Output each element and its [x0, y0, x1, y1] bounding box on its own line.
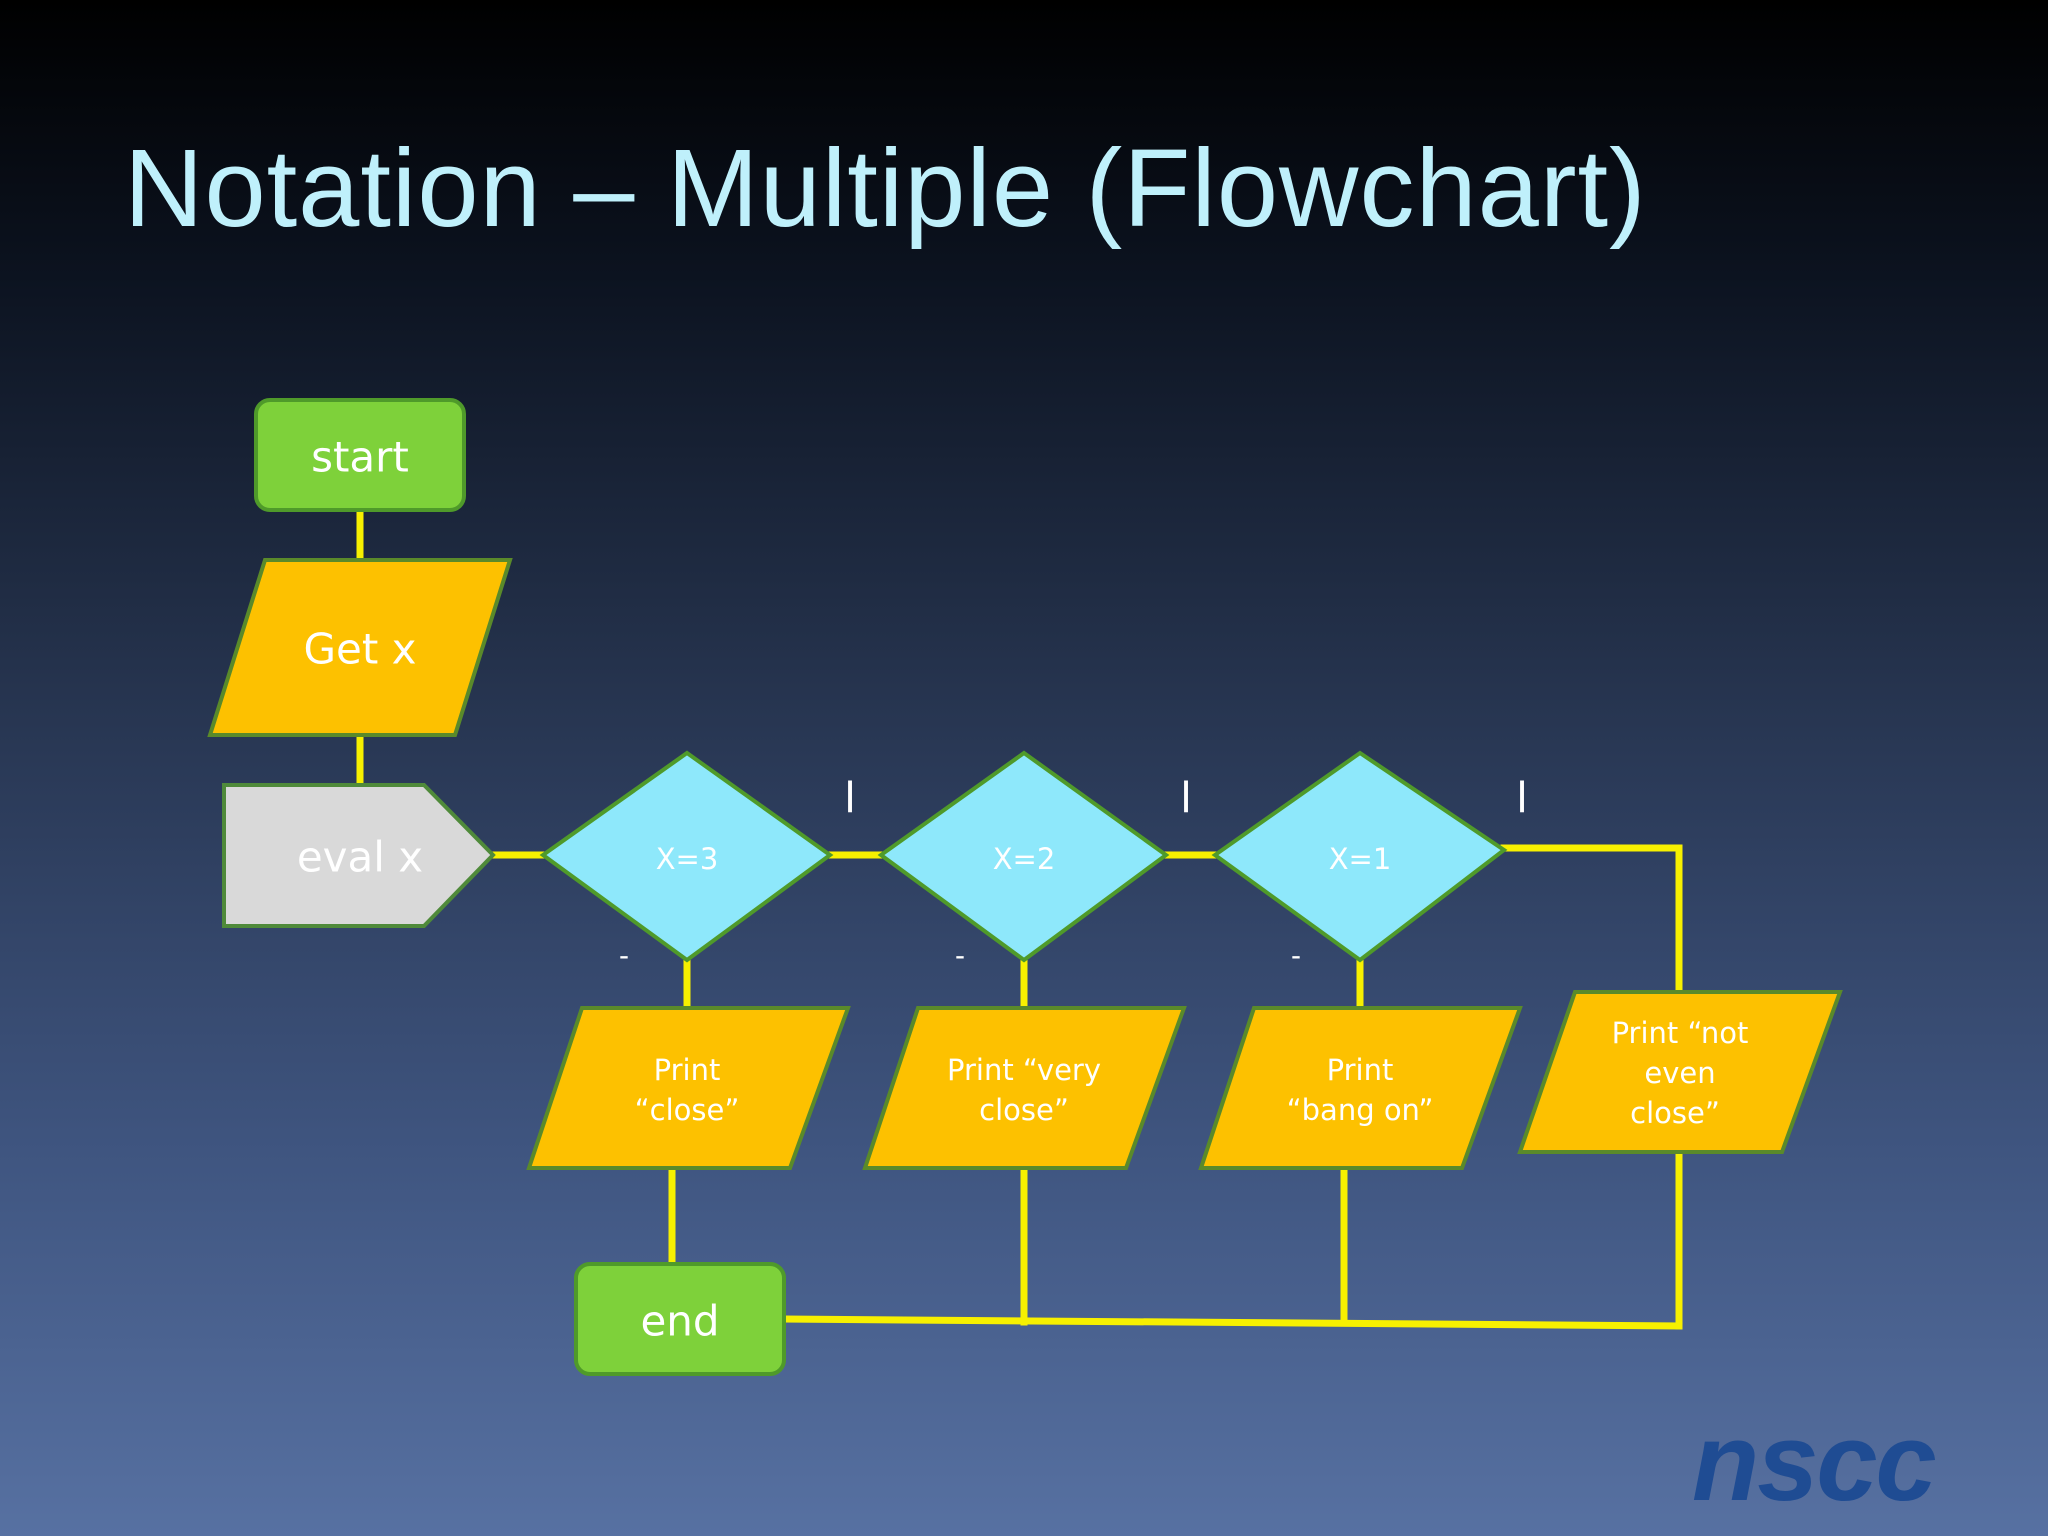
print-not-even-close-line2: even	[1644, 1056, 1715, 1090]
start-label: start	[311, 433, 409, 482]
end-node: end	[574, 1262, 786, 1376]
decision-x1-label: X=1	[1329, 842, 1392, 876]
decision-x1: X=1	[1211, 750, 1508, 963]
slide-title: Notation – Multiple (Flowchart)	[124, 127, 1647, 250]
print-bang-on-line1: Print	[1327, 1053, 1394, 1087]
branch-markers: l l l - - -	[619, 773, 1527, 972]
false-marker-x3: -	[619, 939, 629, 972]
end-label: end	[640, 1297, 719, 1346]
decision-x3-label: X=3	[656, 842, 719, 876]
true-marker-x1: l	[1517, 773, 1527, 822]
connectors	[356, 506, 1683, 1330]
nscc-logo: nscc	[1692, 1401, 1937, 1524]
decision-x2-label: X=2	[993, 842, 1056, 876]
print-not-even-close-line1: Print “not	[1612, 1016, 1749, 1050]
get-x-node: Get x	[207, 558, 513, 737]
true-marker-x2: l	[1181, 773, 1191, 822]
false-marker-x1: -	[1291, 939, 1301, 972]
get-x-label: Get x	[303, 625, 416, 674]
print-close-line2: “close”	[635, 1093, 740, 1127]
connector-x1-not-even	[1500, 844, 1683, 994]
print-very-close-line1: Print “very	[947, 1053, 1101, 1087]
print-close-line1: Print	[654, 1053, 721, 1087]
print-very-close-node: Print “very close”	[862, 1006, 1187, 1170]
print-not-even-close-node: Print “not even close”	[1517, 990, 1843, 1154]
connector-bus-end	[780, 1315, 1683, 1330]
decision-x3: X=3	[539, 750, 834, 963]
print-bang-on-line2: “bang on”	[1287, 1093, 1434, 1127]
start-node: start	[254, 398, 466, 512]
true-marker-x3: l	[845, 773, 855, 822]
eval-x-label: eval x	[297, 833, 423, 882]
print-bang-on-node: Print “bang on”	[1198, 1006, 1523, 1170]
print-very-close-line2: close”	[979, 1093, 1069, 1127]
print-close-node: Print “close”	[526, 1006, 851, 1170]
eval-x-node: eval x	[222, 783, 496, 928]
false-marker-x2: -	[955, 939, 965, 972]
print-not-even-close-line3: close”	[1630, 1096, 1720, 1130]
decision-x2: X=2	[877, 750, 1170, 963]
